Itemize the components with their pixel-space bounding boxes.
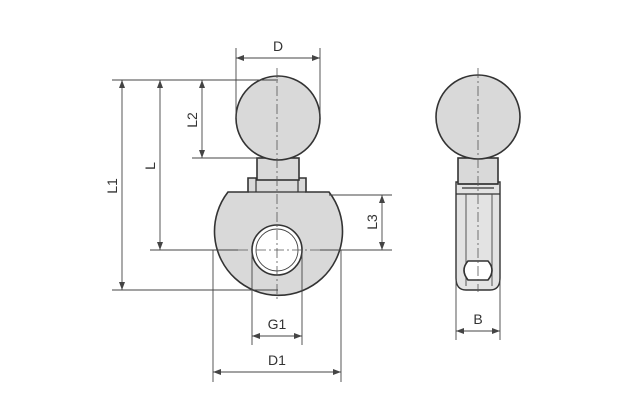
dimension-B: B	[455, 280, 501, 340]
label-D1: D1	[268, 352, 286, 368]
dimension-G1: G1	[251, 250, 303, 345]
dimension-L3: L3	[320, 194, 392, 251]
label-L2: L2	[184, 112, 200, 128]
dimension-D: D	[235, 38, 321, 118]
dimension-L: L	[142, 80, 238, 251]
dimension-L1: L1	[104, 79, 278, 291]
dimension-L2: L2	[184, 80, 258, 159]
label-D: D	[273, 38, 283, 54]
neck	[256, 157, 300, 181]
front-view	[213, 68, 344, 300]
label-L: L	[142, 162, 158, 170]
dimension-D1: D1	[212, 250, 342, 382]
side-view	[435, 68, 521, 292]
label-G1: G1	[268, 316, 287, 332]
label-B: B	[473, 311, 482, 327]
label-L1: L1	[104, 178, 120, 194]
ball-knob	[235, 75, 321, 161]
label-L3: L3	[364, 214, 380, 230]
